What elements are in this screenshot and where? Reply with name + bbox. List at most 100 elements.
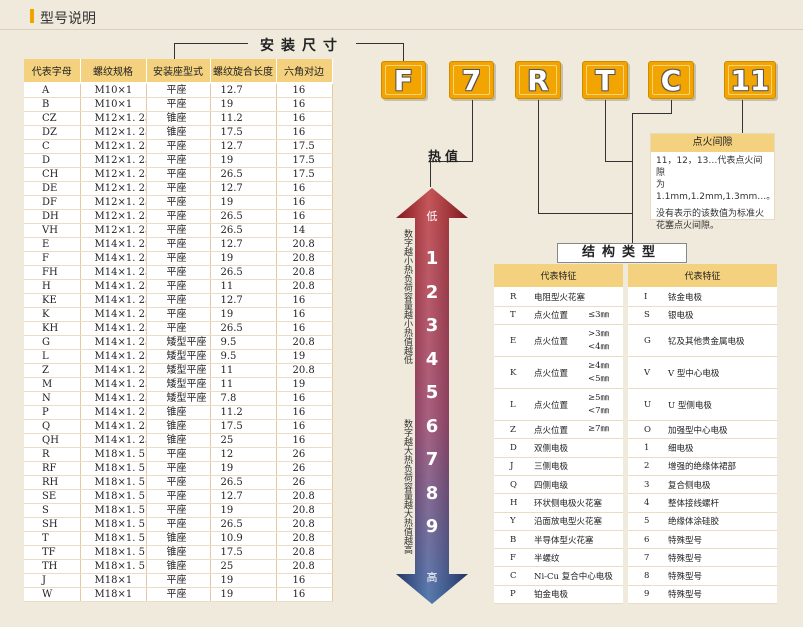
table-cell: 17.5 (276, 167, 333, 182)
structure-code: Z (494, 420, 530, 440)
table-cell: 20.8 (276, 279, 333, 294)
structure-left-header: 代表特征 (494, 264, 624, 289)
table-cell: P (24, 405, 81, 420)
structure-connector (632, 113, 672, 114)
table-cell: DE (24, 181, 81, 196)
table-cell: 平座 (146, 461, 211, 476)
structure-desc: 电阻型火花塞 (534, 293, 586, 304)
code-box-heat: 7 (449, 61, 494, 99)
table-cell: 平座 (146, 251, 211, 266)
structure-desc: 铂金电极 (534, 590, 569, 601)
table-cell: 14 (276, 223, 333, 238)
table-cell: M18×1. 5 (80, 545, 147, 560)
heat-connector (472, 100, 473, 162)
table-cell: 19 (210, 195, 277, 210)
table-cell: 19 (210, 503, 277, 518)
heat-number: 8 (425, 482, 439, 504)
structure-desc: 沿面放电型火花塞 (534, 517, 603, 528)
table-cell: 12.7 (210, 181, 277, 196)
header-accent-bar (30, 9, 34, 23)
table-cell: 16 (276, 405, 333, 420)
table-cell: M14×1. 25 (80, 405, 147, 420)
structure-code: B (494, 530, 530, 550)
table-cell: 平座 (146, 139, 211, 154)
structure-sub-values: >3㎜<4㎜ (588, 328, 609, 354)
structure-sub-value: ≤3㎜ (588, 309, 610, 320)
structure-code: F (494, 548, 530, 568)
table-cell: 矮型平座 (146, 377, 211, 392)
structure-desc: Ni-Cu 复合中心电极 (534, 572, 613, 583)
table-cell: M12×1. 25 (80, 111, 147, 126)
table-cell: 25 (210, 433, 277, 448)
structure-desc: 钇及其他贵金属电极 (664, 324, 778, 358)
table-cell: 16 (276, 307, 333, 322)
table-cell: 20.8 (276, 363, 333, 378)
structure-code: 5 (628, 512, 664, 531)
table-cell: M (24, 377, 81, 392)
structure-connector (671, 100, 672, 114)
table-cell: M10×1 (80, 83, 147, 98)
table-cell: CZ (24, 111, 81, 126)
table-cell: 平座 (146, 237, 211, 252)
structure-desc: 特殊型号 (664, 548, 778, 568)
table-cell: J (24, 573, 81, 588)
structure-code: C (494, 566, 530, 586)
table-cell: DZ (24, 125, 81, 140)
table-cell: M14×1. 25 (80, 377, 147, 392)
table-cell: 11 (210, 279, 277, 294)
table-cell: M18×1. 5 (80, 517, 147, 532)
structure-code: Y (494, 512, 530, 531)
bracket-line (354, 43, 404, 44)
table-cell: 12.7 (210, 489, 277, 504)
table-cell: M14×1. 25 (80, 363, 147, 378)
table-cell: 26.5 (210, 167, 277, 182)
section-title: 型号说明 (40, 11, 96, 27)
table-cell: K (24, 307, 81, 322)
structure-right-header: 代表特征 (628, 264, 778, 289)
structure-desc: 环状侧电极火花塞 (534, 498, 603, 509)
table-cell: 17.5 (210, 125, 277, 140)
gap-text-line: 花塞点火间隙。 (656, 221, 720, 231)
table-cell: L (24, 349, 81, 364)
table-cell: 12 (210, 447, 277, 462)
table-cell: M12×1. 25 (80, 153, 147, 168)
structure-sub-values: ≤3㎜ (588, 309, 609, 322)
table-cell: 17.5 (210, 545, 277, 560)
table-cell: 26.5 (210, 223, 277, 238)
table-cell: 平座 (146, 83, 211, 98)
structure-desc: 特殊型号 (664, 530, 778, 550)
table-cell: 26 (276, 447, 333, 462)
table-cell: 11.2 (210, 405, 277, 420)
code-box-structure-2: T (582, 61, 628, 99)
column-header: 安装座型式 (146, 59, 211, 84)
table-cell: M14×1. 25 (80, 251, 147, 266)
structure-code: R (494, 288, 530, 307)
table-cell: 平座 (146, 195, 211, 210)
table-cell: TF (24, 545, 81, 560)
table-cell: 矮型平座 (146, 335, 211, 350)
table-cell: 20.8 (276, 489, 333, 504)
structure-connector (605, 161, 633, 162)
table-cell: D (24, 153, 81, 168)
table-cell: 26 (276, 461, 333, 476)
table-cell: 26.5 (210, 475, 277, 490)
structure-sub-values: ≥5㎜<7㎜ (588, 392, 609, 418)
table-cell: 平座 (146, 293, 211, 308)
table-cell: M12×1. 25 (80, 139, 147, 154)
